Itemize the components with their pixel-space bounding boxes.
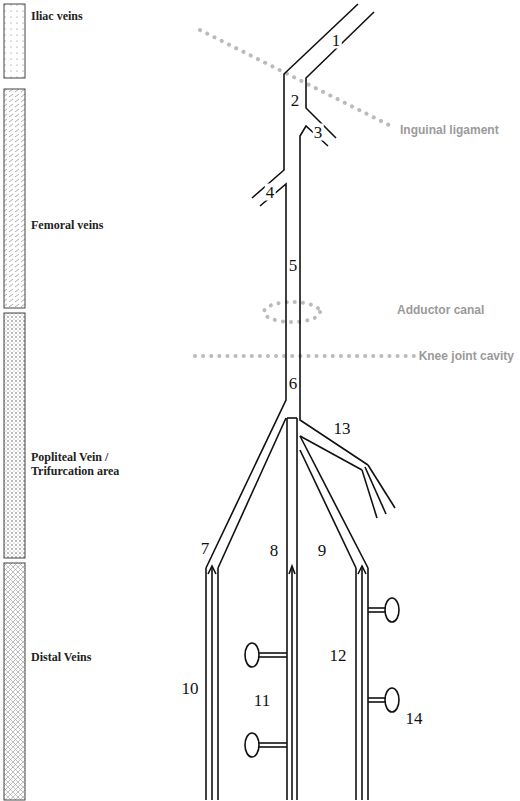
band-bar	[3, 3, 27, 79]
landmark-label: Inguinal ligament	[398, 123, 501, 137]
band-bar	[3, 312, 27, 559]
landmark-label: Knee joint cavity	[417, 349, 516, 363]
callout-number: 4	[265, 184, 276, 201]
callout-number: 9	[317, 542, 328, 559]
band-label: Distal Veins	[31, 650, 156, 664]
region-band: Distal Veins	[3, 562, 163, 801]
landmark-label: Adductor canal	[395, 303, 486, 317]
band-label: Femoral veins	[31, 218, 156, 232]
region-band: Femoral veins	[3, 88, 163, 309]
callout-number: 8	[269, 542, 280, 559]
callout-number: 2	[290, 92, 301, 109]
band-label: Popliteal Vein / Trifurcation area	[31, 450, 156, 478]
callout-number: 12	[329, 647, 348, 664]
band-bar	[3, 562, 27, 801]
callout-number: 5	[288, 257, 299, 274]
callout-number: 3	[313, 124, 324, 141]
callout-number: 10	[181, 680, 200, 697]
region-band: Iliac veins	[3, 3, 163, 79]
callout-number: 11	[253, 692, 271, 709]
callout-number: 14	[405, 710, 424, 727]
callout-number: 13	[333, 420, 352, 437]
region-band: Popliteal Vein / Trifurcation area	[3, 312, 163, 559]
callout-number: 1	[331, 32, 342, 49]
band-bar	[3, 88, 27, 309]
callout-number: 6	[288, 375, 299, 392]
band-label: Iliac veins	[31, 9, 156, 23]
callout-number: 7	[200, 540, 211, 557]
